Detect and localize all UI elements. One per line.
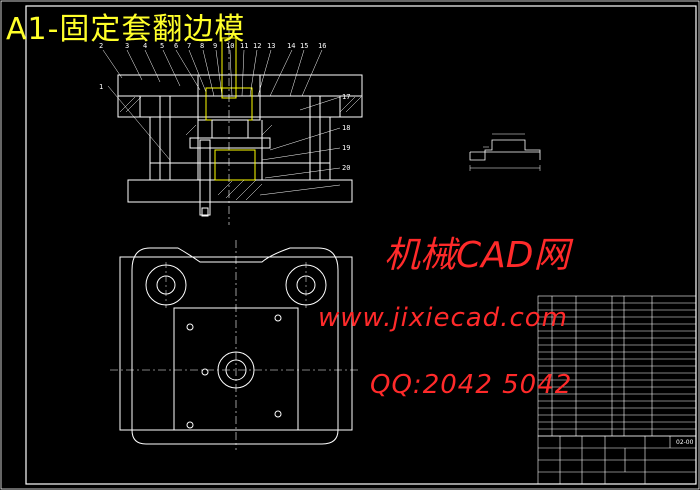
part-number-2: 2 <box>99 42 103 50</box>
part-number-20: 20 <box>342 164 350 172</box>
leader-lines <box>102 49 341 196</box>
part-number-1: 1 <box>99 83 103 91</box>
part-detail-view <box>469 133 541 171</box>
watermark-url[interactable]: www.jixiecad.com <box>318 303 568 333</box>
section-hatching <box>119 96 362 201</box>
part-number-14: 14 <box>287 42 295 50</box>
part-number-17: 17 <box>342 93 350 101</box>
title-block <box>537 435 697 485</box>
part-number-7: 7 <box>187 42 191 50</box>
inner-frame <box>25 5 697 485</box>
part-number-6: 6 <box>174 42 178 50</box>
plan-view <box>110 240 360 450</box>
part-number-9: 9 <box>213 42 217 50</box>
watermark-qq: QQ:2042 5042 <box>370 370 573 400</box>
part-number-labels: 1 2 3 4 5 6 7 8 9 10 11 12 13 14 15 16 1… <box>99 42 350 172</box>
part-number-13: 13 <box>267 42 275 50</box>
bill-of-materials <box>537 295 697 437</box>
watermark-site-name: 机械CAD网 <box>384 235 570 276</box>
part-number-8: 8 <box>200 42 204 50</box>
part-number-15: 15 <box>300 42 308 50</box>
part-number-11: 11 <box>240 42 248 50</box>
part-number-3: 3 <box>125 42 129 50</box>
part-number-19: 19 <box>342 144 350 152</box>
part-number-4: 4 <box>143 42 147 50</box>
part-number-16: 16 <box>318 42 326 50</box>
drawing-number: 02-00 <box>676 439 694 446</box>
drawing-title: A1-固定套翻边模 <box>6 12 246 47</box>
part-number-5: 5 <box>160 42 164 50</box>
part-number-18: 18 <box>342 124 350 132</box>
section-view <box>117 30 363 225</box>
part-number-12: 12 <box>253 42 261 50</box>
part-number-10: 10 <box>226 42 234 50</box>
